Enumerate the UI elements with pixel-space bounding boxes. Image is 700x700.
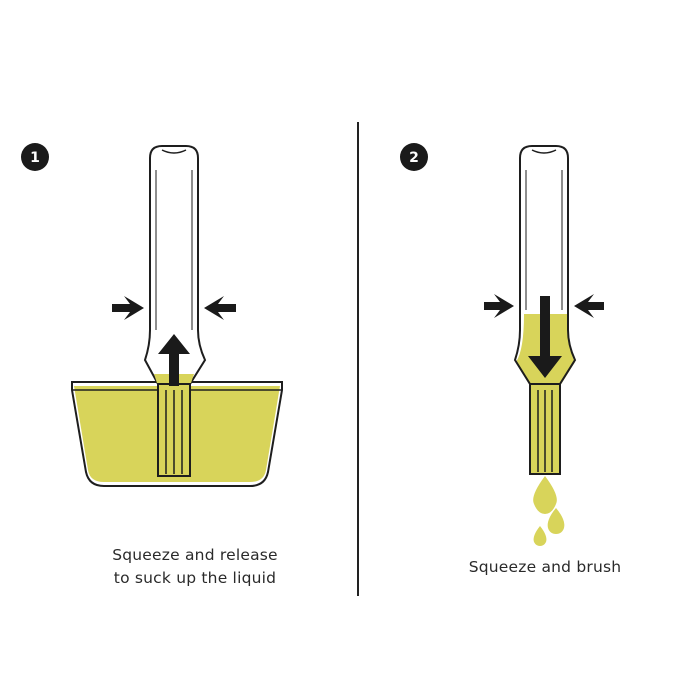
step-2-caption-line-1: Squeeze and brush: [468, 558, 622, 576]
svg-text:1: 1: [30, 150, 40, 166]
step-1-badge: 1: [21, 143, 49, 171]
squeeze-arrow-left-icon: [112, 296, 144, 320]
step-1-panel: 1: [21, 143, 283, 487]
baster-1: [143, 145, 207, 477]
squeeze-arrow-right-icon: [204, 296, 236, 320]
squeeze-arrow-right-icon: [574, 294, 604, 318]
oil-drop-icon: [533, 526, 547, 546]
dispense-down-arrow-icon: [528, 296, 562, 378]
step-2-caption: Squeeze and brush: [420, 556, 670, 579]
oil-drop-icon: [547, 508, 565, 534]
baster-2: [513, 145, 577, 475]
step-1-caption-line-1: Squeeze and release: [112, 546, 278, 564]
step-2-panel: 2: [400, 143, 604, 546]
oil-drops: [533, 476, 565, 546]
oil-drop-icon: [533, 476, 557, 514]
suction-up-arrow-icon: [158, 334, 190, 386]
svg-text:2: 2: [409, 150, 419, 166]
step-1-caption-line-2: to suck up the liquid: [113, 569, 277, 587]
squeeze-arrow-left-icon: [484, 294, 514, 318]
step-1-caption: Squeeze and release to suck up the liqui…: [70, 544, 320, 590]
step-2-badge: 2: [400, 143, 428, 171]
bristles-1: [157, 383, 191, 477]
bowl: [71, 381, 283, 487]
bristles-2: [529, 383, 561, 475]
